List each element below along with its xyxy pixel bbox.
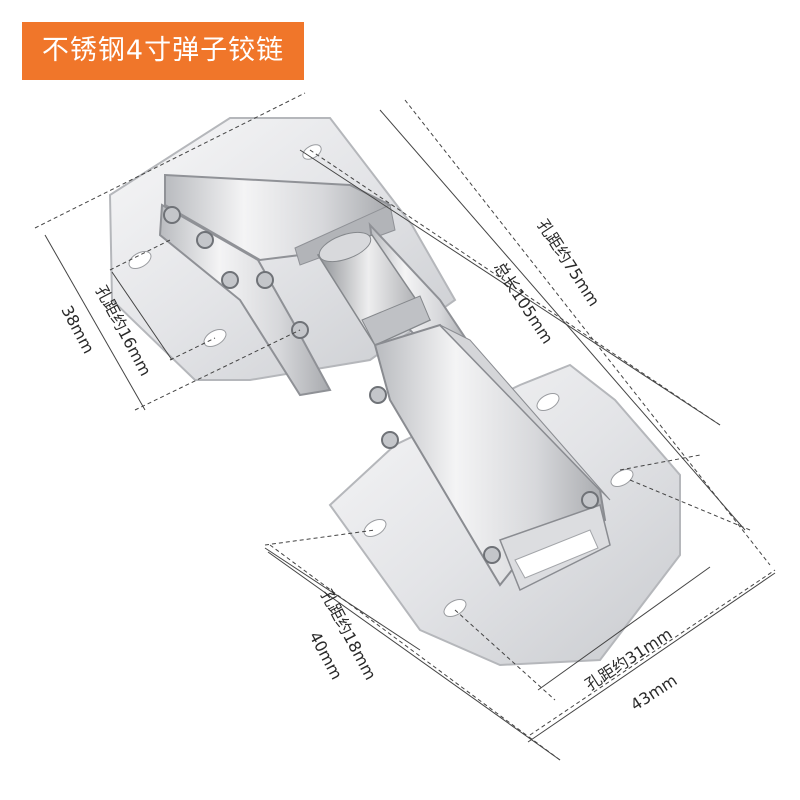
product-title-badge: 不锈钢4寸弹子铰链 <box>22 22 304 80</box>
hole-lower-1 <box>536 392 560 412</box>
dim-31mm-line <box>537 566 711 691</box>
hole-upper-1 <box>128 250 152 270</box>
hole-lower-3 <box>363 518 387 538</box>
dimension-lines <box>34 92 776 761</box>
hole-upper-3 <box>302 144 322 160</box>
dim-75mm-line <box>299 149 721 426</box>
dim-40mm-line <box>267 551 561 761</box>
dim-16mm-line <box>111 271 173 361</box>
hole-lower-4 <box>443 598 467 618</box>
spring-cylinder <box>316 231 432 346</box>
hole-lower-2 <box>610 468 634 488</box>
side-link-left <box>158 203 332 397</box>
dim-38mm-line <box>44 234 146 411</box>
dim-18mm-line <box>264 547 421 651</box>
dim-105mm-line <box>379 109 746 531</box>
dim-43mm-line <box>527 572 776 743</box>
rivets <box>163 206 599 564</box>
